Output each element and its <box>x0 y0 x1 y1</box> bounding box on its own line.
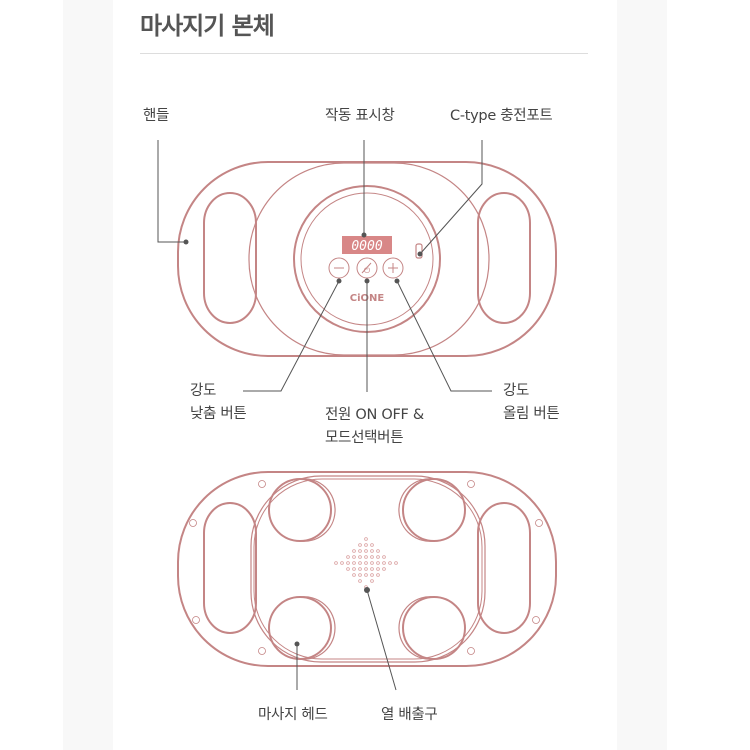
label-power-2: 모드선택버튼 <box>325 430 404 446</box>
bottom-leader-dots <box>294 587 370 647</box>
title-divider <box>140 53 588 54</box>
top-leader-dots <box>183 232 423 284</box>
label-intensity-down-2: 낮춤 버튼 <box>190 406 247 422</box>
left-handle-hole <box>203 192 257 324</box>
massage-head-top-left <box>268 478 332 542</box>
top-device-center-pad <box>248 162 490 356</box>
bottom-inner-panel-2 <box>253 478 483 660</box>
right-handle-hole <box>477 192 531 324</box>
label-intensity-up-1: 강도 <box>503 383 530 399</box>
label-intensity-up-2: 올림 버튼 <box>503 406 560 422</box>
label-intensity-down-1: 강도 <box>190 383 217 399</box>
bottom-right-handle-hole <box>477 502 531 634</box>
heat-vent-grid <box>334 537 398 589</box>
display-digits: 0000 <box>351 239 382 254</box>
massage-head-bottom-right <box>402 596 466 660</box>
display-panel <box>342 236 392 254</box>
massage-head-bottom-left <box>268 596 332 660</box>
minus-button-icon <box>328 257 350 279</box>
power-glyph: ⏻ <box>364 266 371 275</box>
left-margin-band <box>63 0 113 750</box>
label-power-1: 전원 ON OFF & <box>325 407 424 423</box>
right-margin-band <box>617 0 667 750</box>
label-handle: 핸들 <box>143 108 170 124</box>
label-charging-port: C-type 충전포트 <box>450 108 553 124</box>
bottom-inner-panel <box>250 475 486 663</box>
bottom-leader-lines <box>296 589 397 691</box>
bottom-device <box>177 471 557 667</box>
plus-button-icon <box>382 257 404 279</box>
page-panel <box>113 0 617 750</box>
top-leader-lines <box>157 140 492 392</box>
label-display: 작동 표시창 <box>325 108 395 124</box>
power-mode-button-icon <box>356 257 378 279</box>
massage-head-top-right <box>402 478 466 542</box>
page-title: 마사지기 본체 <box>140 12 275 40</box>
bottom-device-body-outline <box>177 471 557 667</box>
label-heat-vent: 열 배출구 <box>381 707 438 723</box>
label-massage-head: 마사지 헤드 <box>258 707 328 723</box>
bottom-left-handle-hole <box>203 502 257 634</box>
